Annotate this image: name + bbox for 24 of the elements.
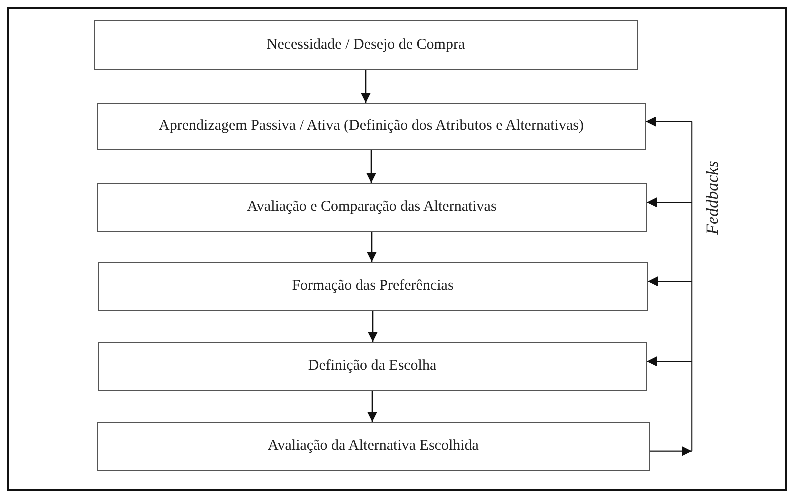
- arrow: [648, 276, 692, 287]
- process-box: [98, 342, 647, 391]
- arrow: [368, 311, 378, 342]
- feedback-arrow: [650, 446, 692, 456]
- process-box: [97, 422, 650, 471]
- arrow: [647, 198, 692, 208]
- step-text: Definição da Escolha: [308, 358, 437, 375]
- step-text: Avaliação da Alternativa Escolhida: [268, 438, 479, 455]
- arrow: [646, 116, 692, 127]
- process-box: [98, 262, 648, 311]
- process-box: [97, 183, 647, 232]
- step-text: Necessidade / Desejo de Compra: [266, 36, 466, 54]
- feedback-line: [691, 122, 693, 452]
- process-box: [94, 20, 638, 70]
- step-text: Aprendizagem Passiva / Ativa (Definição dos Atributos e Alternativas): [159, 118, 584, 135]
- arrow: [368, 391, 378, 422]
- arrow: [647, 356, 692, 367]
- feedback-label: Feddbacks: [703, 160, 723, 237]
- step-text: Avaliação e Comparação das Alternativas: [247, 199, 497, 216]
- arrow: [367, 232, 377, 262]
- process-box: [97, 103, 646, 150]
- arrow: [366, 150, 376, 183]
- step-text: Formação das Preferências: [292, 278, 454, 295]
- arrow: [361, 70, 371, 103]
